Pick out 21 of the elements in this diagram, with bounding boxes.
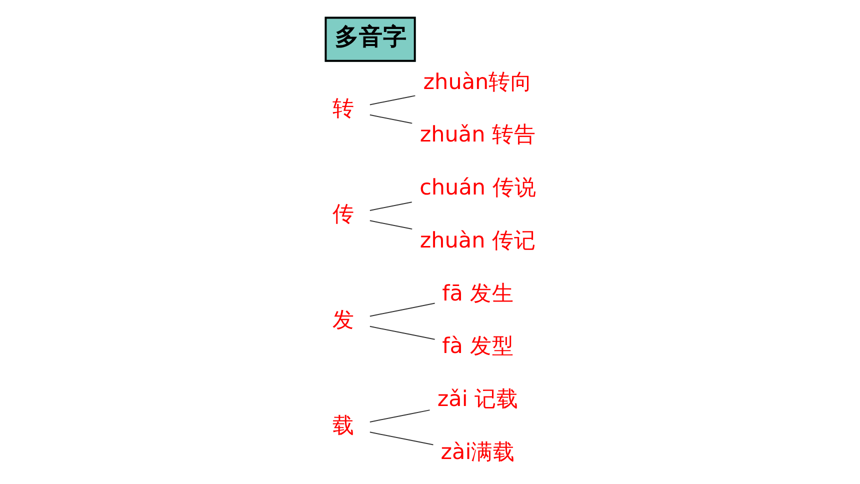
connector — [368, 202, 412, 211]
connector — [368, 432, 434, 446]
node-text: 发 — [332, 308, 354, 333]
node-text: zhuàn 传记 — [419, 228, 536, 254]
connector — [368, 95, 416, 106]
connector — [368, 326, 435, 340]
node-text: 转 — [332, 96, 354, 122]
node-text: fā 发生 — [442, 281, 514, 306]
connector — [368, 302, 435, 317]
node-text: zài满载 — [440, 440, 515, 465]
node-text: 传 — [332, 202, 354, 228]
node-text: chuán 传说 — [419, 176, 536, 201]
diagram-title: 多音字 — [334, 22, 407, 50]
connector — [368, 114, 412, 124]
connector — [368, 220, 412, 230]
node-text: zhuàn转向 — [422, 70, 532, 95]
node-text: fà 发型 — [442, 334, 514, 360]
node-text: zhuǎn 转告 — [419, 122, 536, 148]
node-text: zǎi 记载 — [436, 387, 518, 412]
node-text: 载 — [332, 414, 354, 439]
connector — [368, 410, 430, 422]
